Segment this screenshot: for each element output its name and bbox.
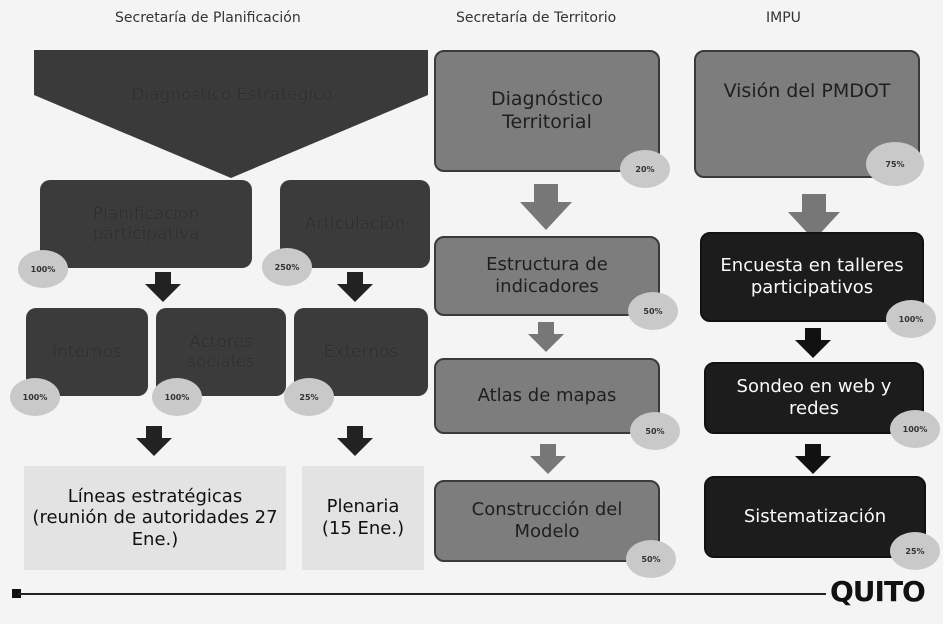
planificacion-participativa-badge: 100% [18, 250, 68, 288]
arrow-down-diagnostico-territorial [520, 184, 572, 230]
encuesta-talleres-box: Encuesta en talleres participativos [700, 232, 924, 322]
header-territorio: Secretaría de Territorio [456, 10, 617, 26]
estructura-indicadores-box: Estructura de indicadores [434, 236, 660, 316]
quito-logo: QUITO [830, 575, 926, 608]
arrow-down-participativa [145, 272, 181, 302]
plenaria-box: Plenaria (15 Ene.) [302, 466, 424, 570]
arrow-down-encuesta [795, 328, 831, 358]
arrow-down-atlas [530, 444, 566, 474]
estructura-indicadores-badge: 50% [628, 292, 678, 330]
diagnostico-territorial-badge: 20% [620, 150, 670, 188]
articulacion-badge: 250% [262, 248, 312, 286]
encuesta-talleres-badge: 100% [886, 300, 936, 338]
arrow-down-estructura [528, 322, 564, 352]
header-planificacion: Secretaría de Planificación [115, 10, 301, 26]
atlas-mapas-box: Atlas de mapas [434, 358, 660, 434]
construccion-modelo-badge: 50% [626, 540, 676, 578]
vision-pmdot-badge: 75% [866, 142, 924, 186]
arrow-down-externos [337, 426, 373, 456]
arrow-down-sondeo [795, 444, 831, 474]
sistematizacion-box: Sistematización [704, 476, 926, 558]
diagnostico-estrategico-chevron [34, 50, 428, 178]
header-impu: IMPU [766, 10, 801, 26]
construccion-modelo-box: Construcción del Modelo [434, 480, 660, 562]
externos-badge: 25% [284, 378, 334, 416]
sondeo-web-redes-box: Sondeo en web y redes [704, 362, 924, 434]
lineas-estrategicas-box: Líneas estratégicas (reunión de autorida… [24, 466, 286, 570]
arrow-down-vision [788, 194, 840, 240]
arrow-down-internos [136, 426, 172, 456]
footer-marker [12, 589, 21, 598]
footer-line [18, 593, 826, 595]
internos-badge: 100% [10, 378, 60, 416]
diagnostico-territorial-box: Diagnóstico Territorial [434, 50, 660, 172]
sistematizacion-badge: 25% [890, 532, 940, 570]
planificacion-participativa-box: Planificación participativa [40, 180, 252, 268]
diagnostico-estrategico-label: Diagnóstico Estratégico [131, 84, 333, 105]
actores-sociales-badge: 100% [152, 378, 202, 416]
atlas-mapas-badge: 50% [630, 412, 680, 450]
sondeo-web-redes-badge: 100% [890, 410, 940, 448]
arrow-down-articulacion [337, 272, 373, 302]
